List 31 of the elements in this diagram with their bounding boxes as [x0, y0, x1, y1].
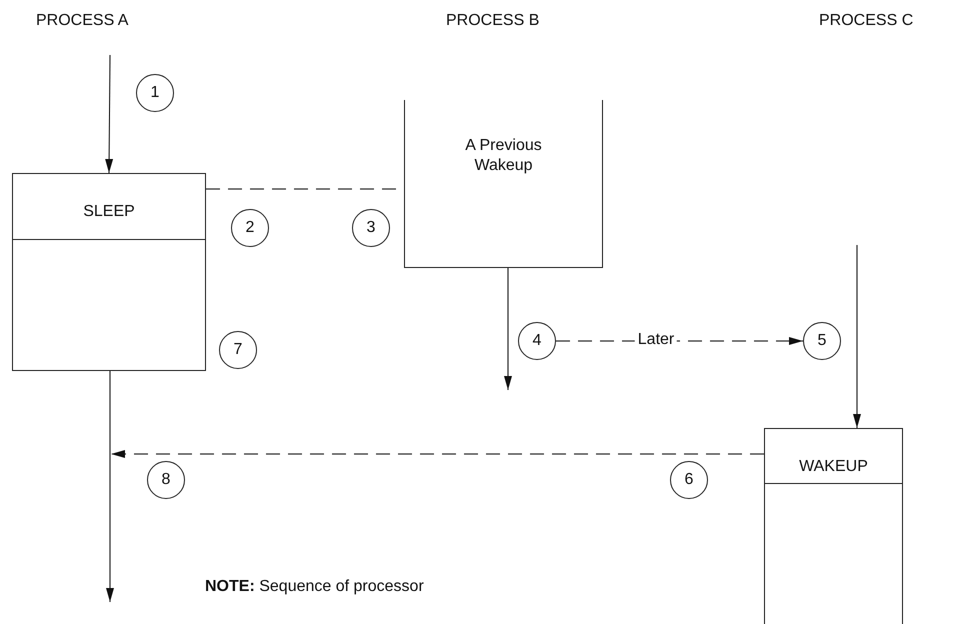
note-text: NOTE: Sequence of processor: [205, 578, 424, 596]
step-number: 6: [684, 470, 694, 490]
step-number: 1: [150, 83, 160, 103]
arrow: [110, 450, 764, 458]
box-label: WAKEUP: [799, 457, 868, 477]
step-number-circle: [219, 331, 257, 369]
arrow: [853, 244, 861, 428]
box-label: A Previous Wakeup: [464, 136, 543, 176]
box-label: SLEEP: [83, 202, 135, 222]
step-number-circle: [803, 322, 841, 360]
step-number: 5: [818, 331, 826, 351]
open-top-box: [404, 100, 603, 268]
process-box: [764, 428, 903, 624]
arrow: [105, 54, 114, 174]
column-heading: PROCESS A: [36, 12, 128, 30]
arrow: [106, 370, 114, 602]
step-number: 4: [532, 331, 542, 351]
step-number: 2: [246, 218, 254, 238]
column-heading: PROCESS B: [446, 12, 540, 30]
column-heading: PROCESS C: [819, 12, 914, 30]
step-number-circle: [231, 209, 269, 247]
step-number: 7: [234, 340, 242, 360]
step-number-circle: [670, 461, 708, 499]
step-number-circle: [518, 322, 556, 360]
step-number-circle: [352, 209, 390, 247]
process-box: [12, 173, 206, 371]
step-number: 8: [162, 470, 170, 490]
step-number-circle: [136, 74, 174, 112]
arrow: [504, 268, 512, 390]
step-number: 3: [366, 218, 376, 238]
step-number-circle: [147, 461, 185, 499]
